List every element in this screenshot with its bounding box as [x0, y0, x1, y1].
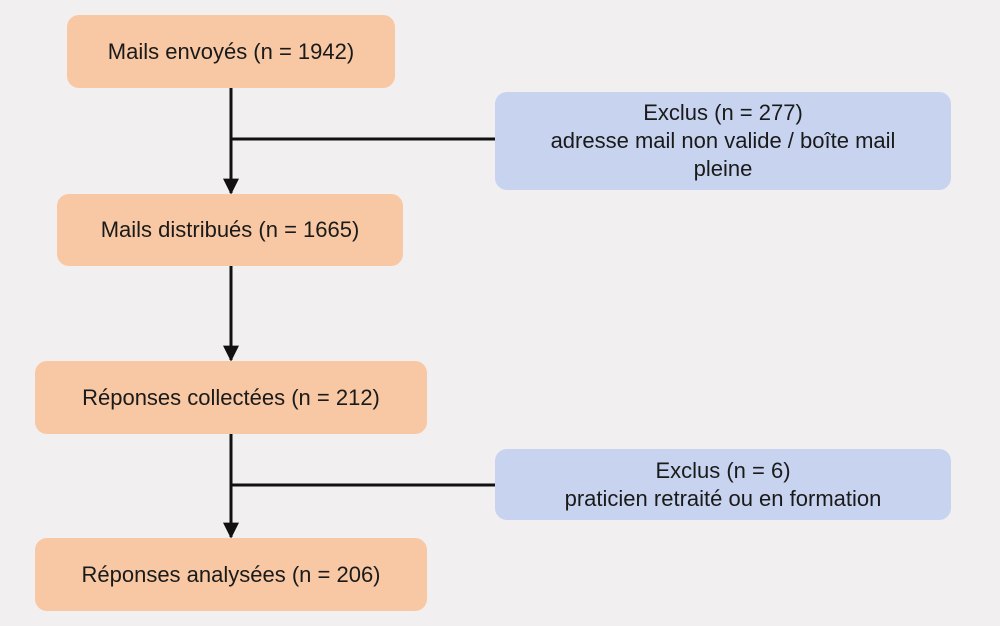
- exclusion-count-2: Exclus (n = 6): [655, 457, 791, 483]
- step-box-responses-analysed: Réponses analysées (n = 206): [35, 538, 427, 611]
- step-box-mails-sent: Mails envoyés (n = 1942): [67, 15, 395, 88]
- step-label-responses-collected: Réponses collectées (n = 212): [82, 384, 380, 410]
- step-label-mails-delivered: Mails distribués (n = 1665): [100, 217, 360, 242]
- step-label-responses-analysed: Réponses analysées (n = 206): [81, 561, 381, 587]
- exclusion-box-invalid-address: Exclus (n = 277) adresse mail non valide…: [495, 92, 951, 190]
- exclusion-box-retired-or-training: Exclus (n = 6) praticien retraité ou en …: [495, 449, 951, 520]
- step-label-mails-sent: Mails envoyés (n = 1942): [107, 38, 355, 64]
- step-box-mails-delivered: Mails distribués (n = 1665): [57, 194, 403, 266]
- exclusion-reason-2: praticien retraité ou en formation: [564, 485, 882, 511]
- exclusion-reason-1-cont: pleine: [693, 156, 753, 181]
- step-box-responses-collected: Réponses collectées (n = 212): [35, 361, 427, 434]
- exclusion-count-1: Exclus (n = 277): [643, 100, 803, 125]
- exclusion-reason-1: adresse mail non valide / boîte mail: [550, 128, 896, 153]
